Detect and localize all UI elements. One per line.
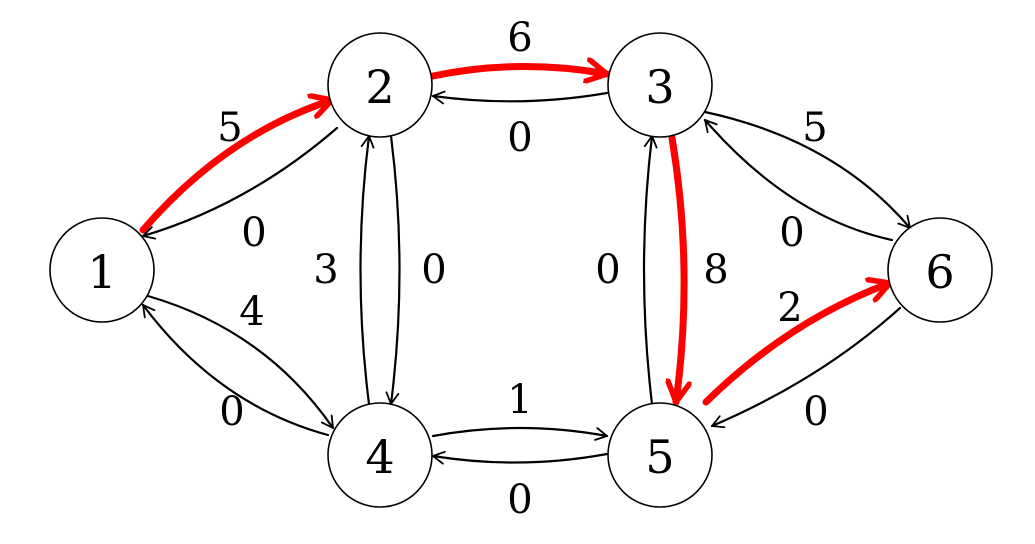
node-circle-6	[887, 217, 993, 323]
edge-3-to-2	[431, 90, 609, 105]
edge-4-to-1	[141, 303, 330, 437]
edge-label-1-to-2: 5	[217, 105, 242, 151]
edge-2-to-4	[385, 134, 401, 406]
edge-5-to-3	[642, 134, 658, 406]
node-circle-3	[607, 32, 713, 138]
edge-labels: 5 0 4 0 6 0 3 0 1 0 0 8 5 0 2 0	[217, 15, 828, 523]
node-circle-2	[327, 32, 433, 138]
nodes: 1 2 3 4 5 6	[49, 32, 993, 508]
node-circle-5	[607, 402, 713, 508]
node-label-2: 2	[365, 60, 394, 114]
edge-2-to-1	[141, 126, 339, 240]
node-circle-1	[49, 217, 155, 323]
edge-label-5-to-4: 0	[507, 477, 532, 523]
node-label-6: 6	[925, 245, 954, 299]
node-label-4: 4	[365, 430, 394, 484]
node-4: 4	[327, 402, 433, 508]
edge-label-2-to-3: 6	[507, 15, 532, 61]
node-1: 1	[49, 217, 155, 323]
edge-6-to-5	[710, 306, 902, 429]
edge-label-6-to-5: 0	[803, 389, 828, 435]
edge-4-to-5	[431, 426, 609, 441]
edge-label-3-to-5: 8	[703, 247, 728, 293]
edge-label-5-to-3: 0	[595, 247, 620, 293]
edge-2-to-3-highlighted	[429, 66, 611, 76]
node-label-5: 5	[645, 430, 674, 484]
node-circle-4	[327, 402, 433, 508]
node-5: 5	[607, 402, 713, 508]
node-label-1: 1	[87, 245, 116, 299]
node-6: 6	[887, 217, 993, 323]
edge-label-2-to-4: 0	[421, 247, 446, 293]
edge-5-to-6-highlighted	[702, 283, 894, 406]
edge-6-to-3	[703, 118, 894, 242]
edge-4-to-2	[359, 134, 375, 406]
edge-label-5-to-6: 2	[777, 285, 802, 331]
edge-label-1-to-4: 4	[239, 289, 264, 335]
edge-3-to-6	[703, 110, 912, 230]
node-2: 2	[327, 32, 433, 138]
edge-label-6-to-3: 0	[779, 210, 804, 256]
edge-label-4-to-1: 0	[219, 389, 244, 435]
edge-label-4-to-2: 3	[313, 247, 338, 293]
node-label-3: 3	[645, 60, 674, 114]
node-3: 3	[607, 32, 713, 138]
edge-label-2-to-1: 0	[241, 210, 266, 256]
edge-1-to-2-highlighted	[139, 100, 336, 234]
edge-1-to-4	[146, 294, 335, 430]
edge-3-to-5-highlighted	[672, 134, 684, 406]
edge-label-4-to-5: 1	[507, 377, 532, 423]
edges	[139, 66, 912, 465]
edge-label-3-to-2: 0	[507, 115, 532, 161]
edge-label-3-to-6: 5	[802, 105, 827, 151]
edge-5-to-4	[431, 450, 609, 465]
